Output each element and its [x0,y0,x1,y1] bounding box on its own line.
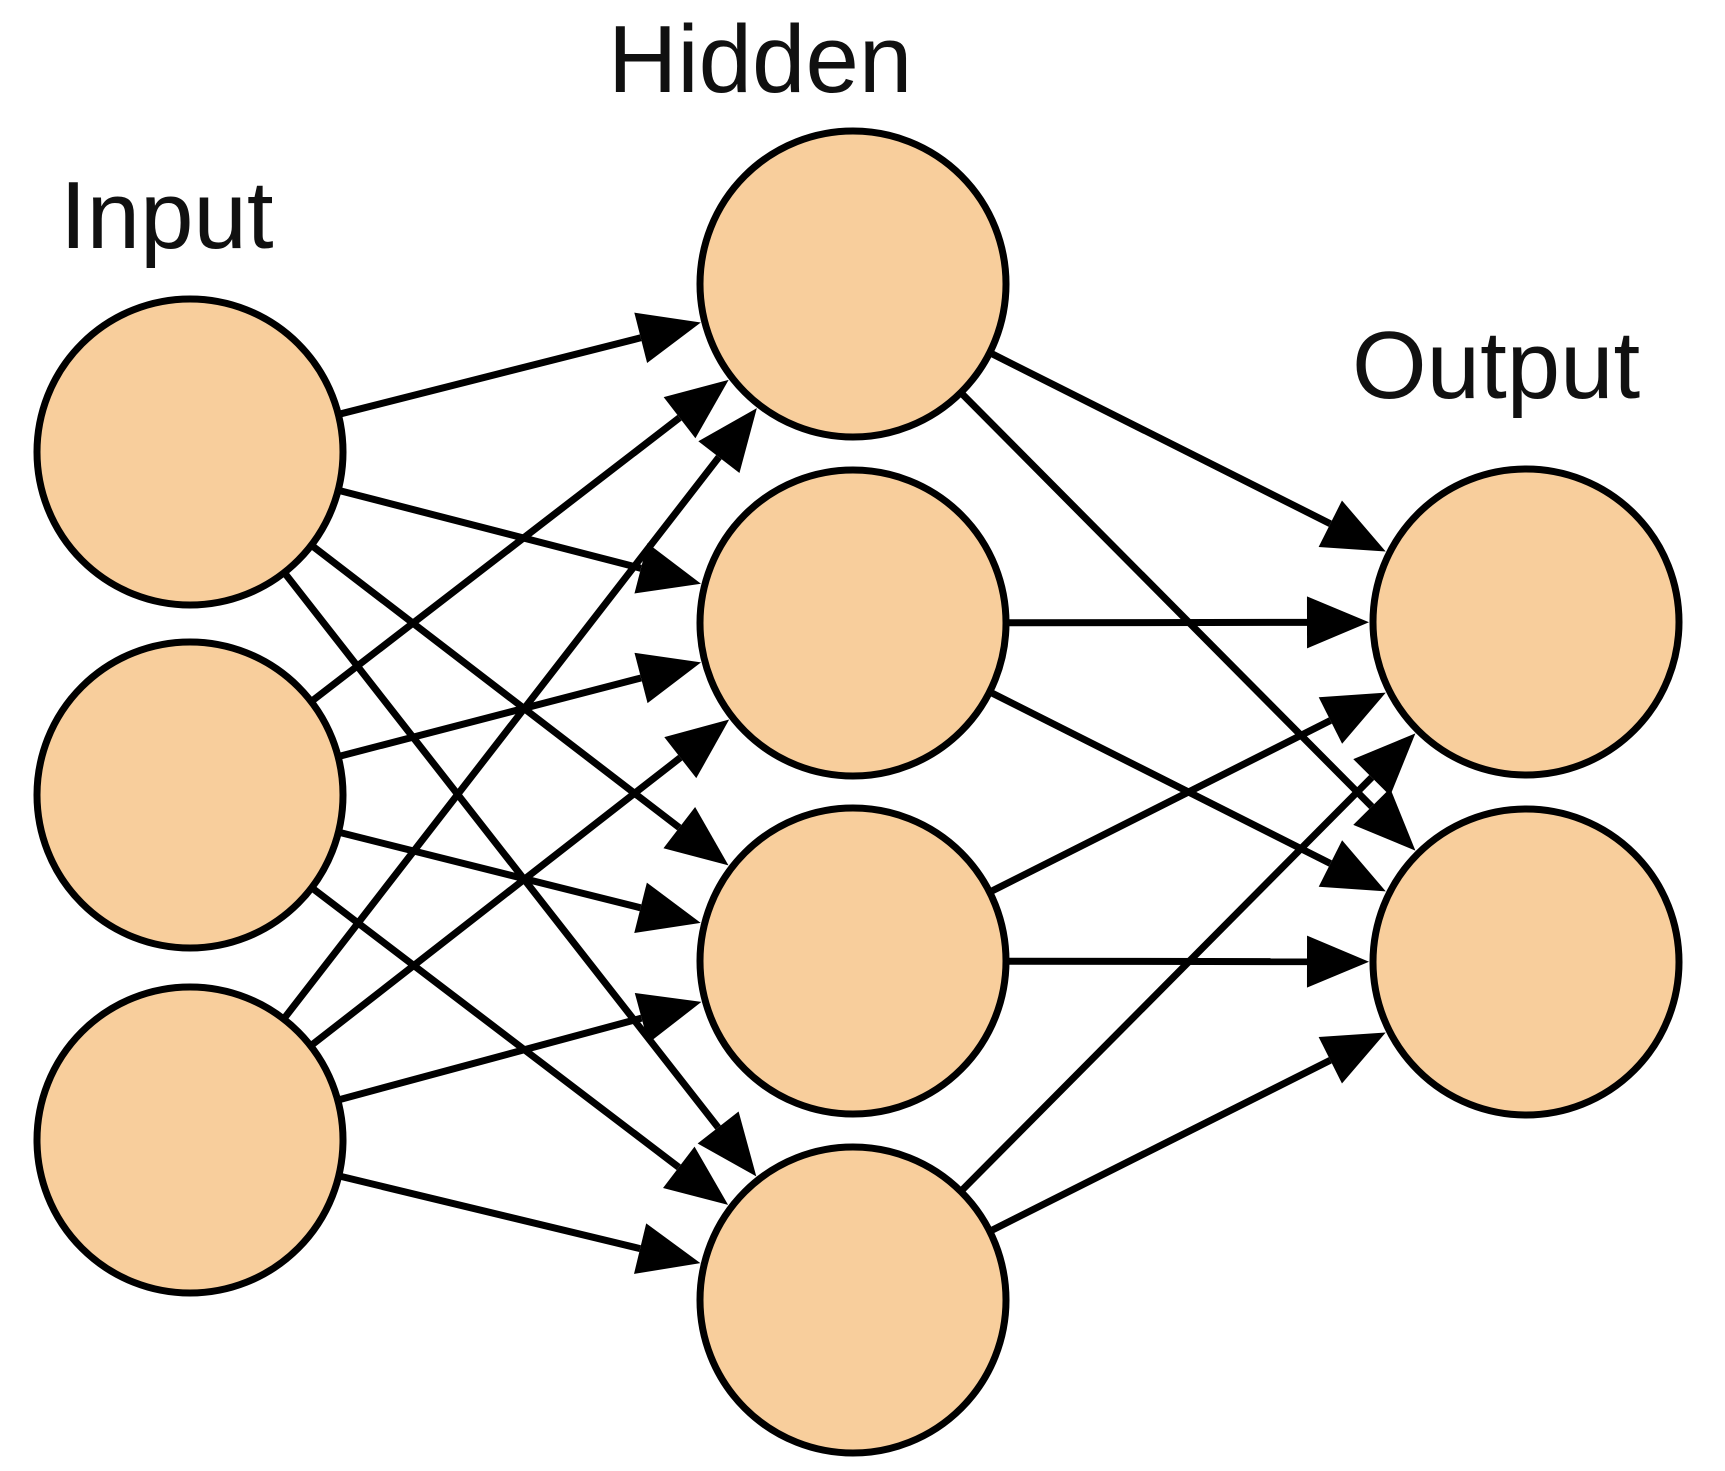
edge-i3-h4-arrowhead-icon [634,1223,701,1274]
edge-i1-h3-arrowhead-icon [663,807,729,866]
edge-h4-o2-line [988,1057,1332,1235]
nodes-group [33,127,1683,1457]
edge-h4-o1-arrowhead-icon [1353,733,1416,796]
edge-h1-o1-line [988,349,1332,527]
neuron-input-2 [33,638,347,952]
edge-h1-o2-arrowhead-icon [1353,788,1416,851]
edge-i2-h1-line [309,414,682,705]
neuron-hidden-3 [696,804,1010,1118]
edge-i2-h1-arrowhead-icon [663,379,729,439]
neuron-input-1 [33,295,347,609]
edge-i1-h1-arrowhead-icon [634,312,701,363]
edge-h2-o2-arrowhead-icon [1318,840,1386,892]
neuron-hidden-1 [696,127,1010,441]
edge-h3-o1-line [988,717,1332,896]
edge-i1-h2-line [337,486,642,572]
edge-i3-h3-arrowhead-icon [634,992,702,1044]
edge-i3-h2-line [308,754,683,1049]
edge-h2-o1-arrowhead-icon [1306,596,1369,649]
layer-label-hidden: Hidden [608,6,912,113]
edge-i1-h1-line [337,334,642,418]
neuron-output-2 [1369,805,1683,1119]
arrowheads-group [634,312,1416,1274]
edge-i3-h3-line [336,1014,643,1104]
edge-h3-o1-arrowhead-icon [1318,692,1386,744]
edge-i2-h3-arrowhead-icon [634,882,701,934]
edge-i3-h2-arrowhead-icon [664,719,730,779]
edge-i1-h3-line [309,542,682,831]
edge-h2-o2-line [988,688,1332,867]
layer-label-output: Output [1352,312,1640,419]
edge-i3-h4-line [337,1172,641,1253]
neuron-hidden-4 [696,1143,1010,1457]
edge-h1-o1-arrowhead-icon [1318,500,1386,552]
edge-i2-h4-arrowhead-icon [663,1146,729,1205]
edge-i2-h3-line [337,828,642,912]
edge-i1-h2-arrowhead-icon [634,543,701,594]
edges-group [280,334,1375,1253]
layer-label-input: Input [60,162,274,269]
edge-i3-h1-line [280,454,722,1022]
edge-h3-o2-arrowhead-icon [1306,935,1369,988]
edge-i2-h2-arrowhead-icon [634,652,702,704]
edge-i3-h1-arrowhead-icon [698,408,757,474]
edge-h4-o2-arrowhead-icon [1318,1032,1386,1084]
edge-h4-o1-line [958,774,1375,1194]
neuron-output-1 [1369,465,1683,779]
neuron-hidden-2 [696,466,1010,780]
edge-i2-h2-line [337,674,642,760]
neuron-input-3 [33,983,347,1297]
edge-i2-h4-line [309,884,681,1171]
edge-i1-h4-arrowhead-icon [697,1111,757,1177]
